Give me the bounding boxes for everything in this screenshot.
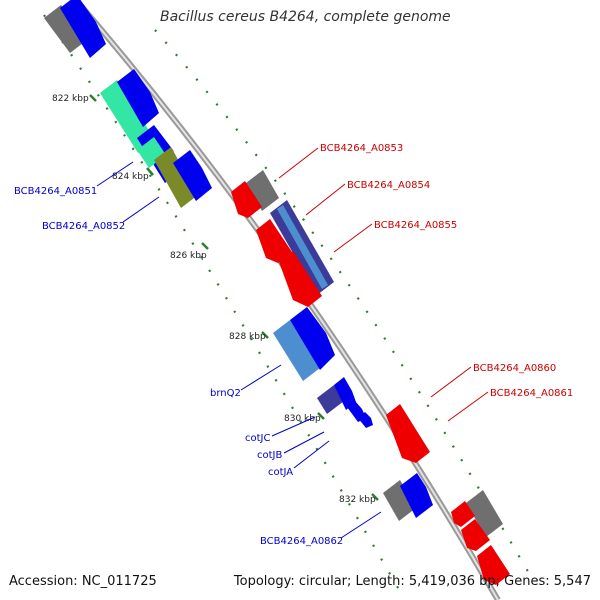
gene-arrow[interactable]: [386, 404, 430, 463]
gene-label-leader: [96, 161, 134, 187]
tick-mark: [371, 493, 379, 501]
outer-dotted-guide: [154, 29, 531, 576]
gene-arrow[interactable]: [173, 150, 212, 201]
gene-arrow[interactable]: [477, 545, 510, 585]
tick-label: 824 kbp: [112, 172, 149, 182]
tick-label: 828 kbp: [229, 332, 266, 342]
gene-label-leader: [283, 431, 325, 454]
gene-arrow[interactable]: [231, 181, 262, 218]
gene-block[interactable]: [277, 205, 328, 289]
gene-arrow[interactable]: [461, 519, 490, 551]
gene-block[interactable]: [466, 490, 503, 537]
gene-block[interactable]: [246, 170, 279, 211]
tick-mark: [317, 412, 325, 420]
gene-block[interactable]: [383, 480, 416, 521]
gene-label[interactable]: BCB4264_A0852: [42, 221, 125, 232]
gene-label-leader: [340, 511, 382, 539]
gene-label-leader: [293, 440, 330, 469]
tick-mark: [201, 242, 209, 250]
gene-label-leader: [333, 223, 373, 253]
gene-label[interactable]: cotJA: [268, 467, 293, 478]
gene-label-leader: [122, 196, 160, 223]
gene-label-leader: [240, 364, 282, 391]
gene-label[interactable]: BCB4264_A0853: [320, 143, 403, 154]
gene-label[interactable]: BCB4264_A0854: [347, 180, 430, 191]
map-title: Bacillus cereus B4264, complete genome: [160, 9, 451, 25]
tick-label: 826 kbp: [170, 251, 207, 261]
gene-label[interactable]: BCB4264_A0860: [473, 363, 556, 374]
gene-block[interactable]: [273, 320, 320, 381]
gene-arrow[interactable]: [279, 251, 322, 307]
gene-label-leader: [430, 366, 472, 398]
tick-mark: [261, 331, 269, 339]
gene-label[interactable]: BCB4264_A0851: [14, 186, 97, 197]
gene-label[interactable]: cotJC: [245, 433, 270, 444]
tick-mark: [89, 94, 97, 102]
gene-features: [44, 0, 510, 585]
gene-arrow[interactable]: [451, 501, 475, 527]
tick-label: 832 kbp: [339, 495, 376, 505]
gene-arrow[interactable]: [117, 69, 159, 127]
gene-label-leader: [278, 147, 319, 179]
gene-label-leader: [305, 183, 346, 216]
gene-block[interactable]: [44, 5, 87, 53]
tick-marks: 822 kbp 824 kbp 826 kbp 828 kbp 830 kbp 832 k…: [52, 94, 379, 505]
gene-block[interactable]: [317, 385, 344, 414]
gene-arrow[interactable]: [334, 377, 356, 410]
gene-arrow[interactable]: [60, 0, 106, 58]
gene-label[interactable]: BCB4264_A0862: [260, 536, 343, 547]
gene-label[interactable]: cotJB: [257, 450, 282, 461]
gene-label[interactable]: BCB4264_A0855: [374, 220, 457, 231]
gene-arrow[interactable]: [400, 473, 433, 518]
gene-label[interactable]: BCB4264_A0861: [490, 388, 573, 399]
gene-label-leader: [271, 416, 316, 437]
gene-block[interactable]: [154, 147, 198, 208]
gene-label[interactable]: brnQ2: [210, 388, 241, 399]
gene-arrow[interactable]: [358, 412, 373, 428]
tick-mark: [146, 167, 154, 176]
gene-arrow[interactable]: [256, 219, 292, 263]
accession-label: Accession: NC_011725: [9, 574, 157, 589]
gene-arrow[interactable]: [290, 307, 335, 370]
tick-label: 830 kbp: [284, 414, 321, 424]
inner-dotted-guide: [43, 14, 406, 600]
tick-label: 822 kbp: [52, 94, 89, 104]
gene-label-leader: [447, 391, 489, 422]
genome-info-label: Topology: circular; Length: 5,419,036 bp…: [233, 574, 591, 589]
